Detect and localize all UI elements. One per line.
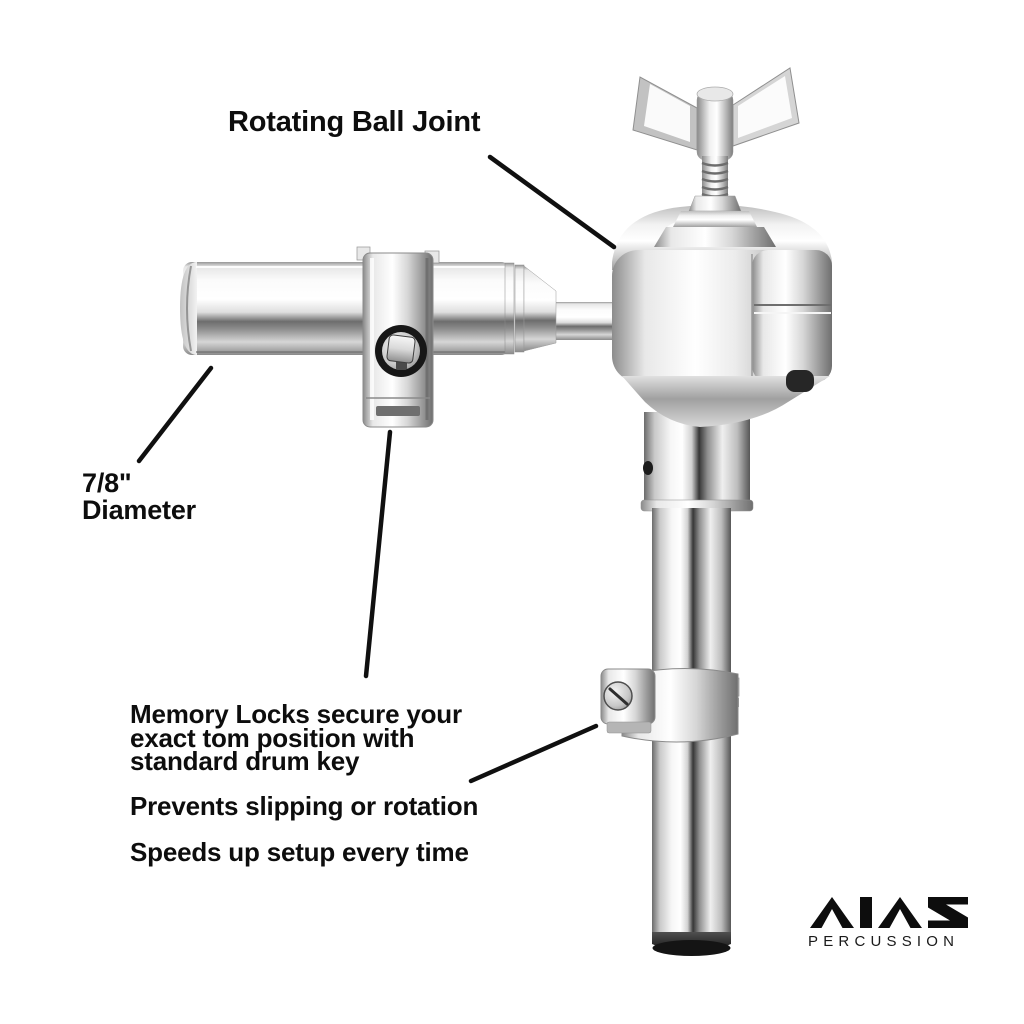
housing-jaw: [622, 376, 830, 427]
logo-letter-a1: [810, 897, 854, 928]
lower-bolt-slot: [608, 687, 629, 706]
memory-locks-line-2: exact tom position with: [130, 722, 415, 753]
tube-cone-adapter: [523, 265, 557, 352]
benefit-speeds-setup: Speeds up setup every time: [130, 837, 469, 867]
tube-end-rim: [186, 265, 192, 352]
callout-line-memory-lower: [468, 723, 599, 784]
benefit-prevents-slipping: Prevents slipping or rotation: [130, 791, 479, 821]
callout-rotating-ball-joint: Rotating Ball Joint: [228, 106, 481, 138]
upper-lock-slot: [376, 406, 420, 416]
tube-rib-2: [514, 264, 525, 353]
callout-line-memory-upper: [363, 429, 393, 679]
memory-locks-line-1: Memory Locks secure your: [130, 699, 462, 729]
tube-rib-1: [504, 262, 515, 355]
callout-line-diameter: [136, 365, 214, 464]
housing-clamp-band: [752, 250, 832, 382]
callout-diameter: 7/8" Diameter: [82, 470, 196, 524]
brand-logo: AIAS PERCUSSION: [800, 888, 980, 958]
wing-nut-top: [696, 86, 734, 102]
wing-nut: [632, 67, 800, 247]
thread-ridges: [701, 161, 729, 198]
tube-body: [183, 262, 510, 355]
memory-locks-line-3: standard drum key: [130, 746, 360, 777]
logo-letter-s: [928, 897, 968, 928]
tube-end-cap: [180, 262, 197, 355]
diameter-label: Diameter: [82, 495, 196, 525]
brand-wordmark-aias: AIAS: [810, 897, 968, 928]
wing-nut-stem: [696, 91, 734, 161]
drum-key-bolt-head: [386, 334, 416, 364]
logo-letter-a2: [878, 897, 922, 928]
memory-lock-upper: [356, 246, 440, 428]
tension-screw-hole: [643, 461, 653, 475]
jaw-screw: [786, 370, 814, 392]
callout-line-ball-joint: [487, 154, 617, 250]
collar-top: [688, 195, 742, 212]
callout-memory-locks: Memory Locks secure your exact tom posit…: [130, 699, 462, 777]
lower-lock-flange: [606, 721, 652, 734]
collar-base: [654, 227, 776, 247]
logo-letter-i: [860, 897, 872, 928]
post-sleeve: [644, 412, 750, 508]
callout-lines: [136, 154, 617, 784]
post-bottom-rim: [652, 940, 731, 956]
memory-lock-lower: [600, 667, 740, 743]
diameter-value: 7/8": [82, 468, 132, 498]
brand-subtitle: PERCUSSION: [808, 933, 960, 950]
collar-mid: [673, 211, 757, 227]
wing-right-face: [738, 76, 792, 138]
wing-left-face: [644, 84, 690, 142]
